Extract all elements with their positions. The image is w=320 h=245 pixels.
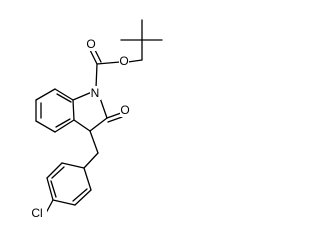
oxygen-label: O xyxy=(120,103,129,117)
bond xyxy=(107,116,123,123)
tert-butyl-group xyxy=(120,19,163,61)
bond xyxy=(89,117,108,132)
bond xyxy=(46,162,63,179)
bond xyxy=(54,119,75,133)
bond xyxy=(72,188,88,202)
atom-label-ring-n: N xyxy=(90,86,101,100)
molecule-structure: O O N O Cl xyxy=(27,19,163,220)
atom-label-carbonyl-o: O xyxy=(86,37,96,51)
benzene-ring xyxy=(35,88,75,133)
oxygen-label: O xyxy=(119,54,128,68)
bond xyxy=(74,189,92,206)
chlorine-label: Cl xyxy=(31,206,42,220)
bond xyxy=(35,120,56,133)
bond xyxy=(89,130,99,154)
bond xyxy=(45,199,54,214)
bond xyxy=(35,88,56,101)
bond xyxy=(50,180,57,198)
chlorophenyl-ring xyxy=(45,162,92,214)
bond xyxy=(83,152,99,169)
bond xyxy=(96,61,121,65)
benzyl-linker xyxy=(83,130,99,169)
bond xyxy=(95,63,98,89)
bond xyxy=(83,167,92,191)
bond xyxy=(55,118,71,128)
bond xyxy=(106,112,122,119)
bond xyxy=(99,97,108,119)
bond xyxy=(72,99,75,121)
nitrogen-label: N xyxy=(91,86,100,100)
bond xyxy=(46,177,54,201)
bond xyxy=(52,199,76,206)
oxygen-label: O xyxy=(86,37,95,51)
atom-label-carbamate-o: O xyxy=(119,54,129,68)
atom-label-chloro: Cl xyxy=(27,206,47,220)
lactam-ring xyxy=(72,91,123,132)
bond xyxy=(56,93,72,103)
bond xyxy=(89,49,98,65)
atom-label-lactam-o: O xyxy=(120,103,131,117)
bond xyxy=(51,166,65,179)
bond xyxy=(72,91,93,101)
bond xyxy=(54,88,74,101)
bond xyxy=(61,162,85,169)
bond xyxy=(73,119,91,132)
bond xyxy=(127,59,143,63)
